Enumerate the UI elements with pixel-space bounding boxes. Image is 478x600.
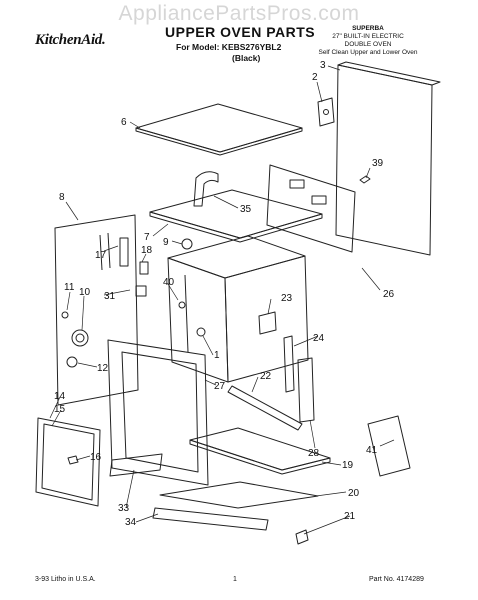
callout-7: 7 xyxy=(144,232,150,243)
callout-21: 21 xyxy=(344,511,356,522)
part-41-bracket xyxy=(367,415,411,477)
part-6-top-panel-edge xyxy=(135,127,303,156)
part-9-sensor xyxy=(181,238,193,250)
footer-part-number: Part No. 4174289 xyxy=(369,576,424,583)
callout-35: 35 xyxy=(240,204,252,215)
product-line-1: SUPERBA xyxy=(352,25,384,32)
callout-28: 28 xyxy=(308,448,320,459)
part-oven-cavity-top xyxy=(167,235,306,279)
watermark: AppliancePartsPros.com xyxy=(118,2,360,25)
part-17-bracket xyxy=(119,237,129,267)
callout-34: 34 xyxy=(125,517,137,528)
product-line-3: DOUBLE OVEN xyxy=(344,41,392,48)
callout-24: 24 xyxy=(313,333,325,344)
part-1-element xyxy=(196,327,206,337)
part-16-clip xyxy=(67,455,79,465)
callout-3: 3 xyxy=(320,60,326,71)
callout-41: 41 xyxy=(366,445,378,456)
part-21-clip xyxy=(295,529,309,545)
callout-16: 16 xyxy=(90,452,102,463)
part-8-left-panel xyxy=(54,214,139,406)
callout-2: 2 xyxy=(312,72,318,83)
callout-10: 10 xyxy=(79,287,91,298)
part-3-side-panel-edge xyxy=(337,61,441,86)
part-24-hinge-receiver xyxy=(283,335,295,393)
callout-12: 12 xyxy=(97,363,109,374)
part-6-top-panel xyxy=(135,103,303,153)
color-label: (Black) xyxy=(232,53,261,63)
product-line-4: Self Clean Upper and Lower Oven xyxy=(318,49,418,56)
callout-18: 18 xyxy=(141,245,153,256)
product-description: SUPERBA 27" BUILT-IN ELECTRIC DOUBLE OVE… xyxy=(318,25,418,57)
part-rear-panel xyxy=(266,164,356,253)
product-line-2: 27" BUILT-IN ELECTRIC xyxy=(332,33,404,40)
model-line: For Model: KEBS276YBL2 xyxy=(176,42,282,52)
callout-39: 39 xyxy=(372,158,384,169)
callout-27: 27 xyxy=(214,381,226,392)
callout-26: 26 xyxy=(383,289,395,300)
callout-22: 22 xyxy=(260,371,272,382)
callout-9: 9 xyxy=(163,237,169,248)
footer-litho: 3-93 Litho in U.S.A. xyxy=(35,576,96,583)
part-23-plate xyxy=(258,311,277,335)
callout-19: 19 xyxy=(342,460,354,471)
part-31-switch xyxy=(135,285,147,297)
callout-11: 11 xyxy=(64,282,75,293)
part-15-gasket xyxy=(35,417,101,507)
page-title: UPPER OVEN PARTS xyxy=(165,24,316,40)
callout-40: 40 xyxy=(163,277,175,288)
part-7-top-cover xyxy=(149,189,323,239)
callout-15: 15 xyxy=(54,404,66,415)
part-33-vent xyxy=(109,453,163,477)
part-28-hinge xyxy=(297,357,315,423)
part-39-clip xyxy=(359,175,371,184)
footer-page-number: 1 xyxy=(233,576,237,583)
part-20-trim xyxy=(159,481,319,509)
callout-33: 33 xyxy=(118,503,130,514)
part-oven-cavity-side xyxy=(224,255,309,383)
part-18-switch xyxy=(139,261,149,275)
callout-23: 23 xyxy=(281,293,293,304)
part-12-bulb xyxy=(66,356,78,368)
callout-8: 8 xyxy=(59,192,65,203)
part-2-bracket xyxy=(317,97,335,127)
callout-17: 17 xyxy=(95,250,107,261)
part-40-light xyxy=(178,301,186,309)
callout-6: 6 xyxy=(121,117,127,128)
part-35-vent-duct xyxy=(193,171,219,207)
callout-14: 14 xyxy=(54,391,66,402)
part-3-side-panel xyxy=(335,64,433,256)
brand-logo: KitchenAid. xyxy=(35,32,106,48)
part-22-stop xyxy=(227,385,303,431)
callout-31: 31 xyxy=(104,291,116,302)
part-34-kick-plate xyxy=(152,507,269,531)
callout-20: 20 xyxy=(348,488,360,499)
callout-1: 1 xyxy=(214,350,220,361)
part-10-light-lens xyxy=(71,329,89,347)
part-11-screw xyxy=(61,311,69,319)
part-oven-cavity-front xyxy=(167,257,229,383)
part-27-front-frame xyxy=(107,339,209,486)
